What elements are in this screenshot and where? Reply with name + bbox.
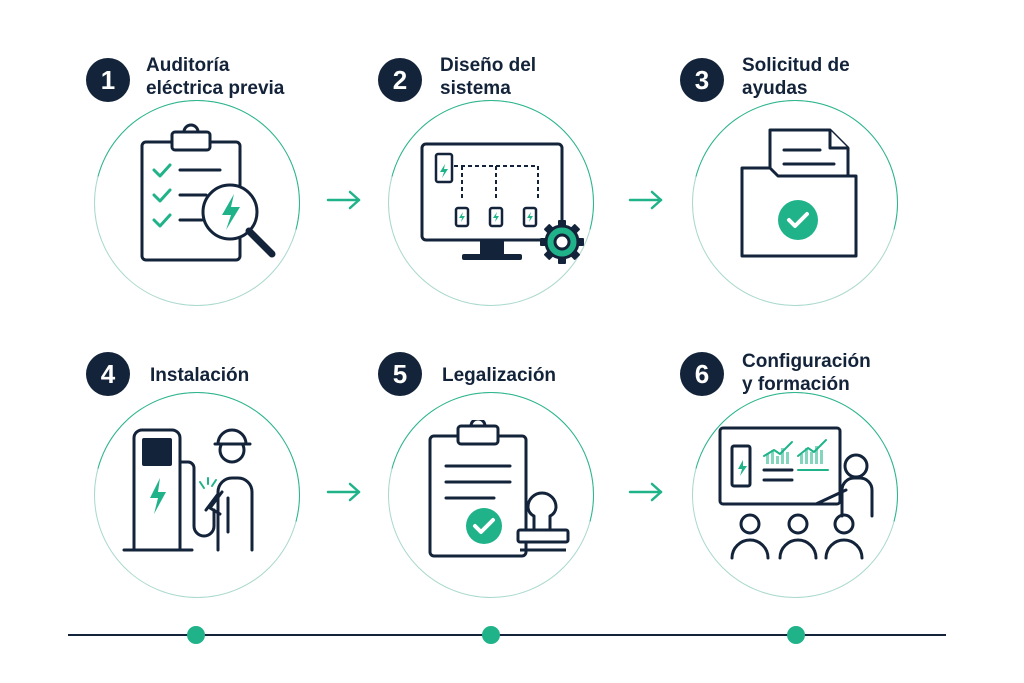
charger-installer-icon [122, 428, 254, 552]
step-title-line: Solicitud de [742, 55, 850, 76]
step-title-line: Configuración [742, 351, 871, 372]
step-circle [692, 392, 898, 598]
step-circle [388, 100, 594, 306]
step-title-line: ayudas [742, 78, 808, 99]
step-title-line: Instalación [150, 365, 250, 386]
training-presentation-icon [718, 426, 874, 560]
timeline [68, 634, 946, 636]
arrow-right-icon [628, 482, 663, 502]
timeline-dot [187, 626, 205, 644]
folder-document-check-icon [740, 128, 858, 258]
step-number-badge: 6 [680, 352, 724, 396]
step-circle [692, 100, 898, 306]
clipboard-audit-icon [140, 123, 276, 262]
step-number-badge: 5 [378, 352, 422, 396]
timeline-dot [787, 626, 805, 644]
timeline-dot [482, 626, 500, 644]
step-number-badge: 2 [378, 58, 422, 102]
step-title-line: Auditoría [146, 55, 230, 76]
step-number-badge: 3 [680, 58, 724, 102]
step-circle [388, 392, 594, 598]
step-title: Auditoría eléctrica previa [146, 54, 284, 100]
step-circle [94, 392, 300, 598]
step-title: Solicitud de ayudas [742, 54, 850, 100]
step-title-line: Legalización [442, 365, 557, 386]
step-number-badge: 1 [86, 58, 130, 102]
step-title: Configuración y formación [742, 350, 871, 396]
step-title: Diseño del sistema [440, 54, 536, 100]
arrow-right-icon [326, 482, 361, 502]
arrow-right-icon [326, 190, 361, 210]
step-number-badge: 4 [86, 352, 130, 396]
step-title: Legalización [442, 364, 556, 387]
step-title: Instalación [150, 364, 249, 387]
clipboard-stamp-icon [428, 420, 570, 558]
step-title-line: y formación [742, 374, 850, 395]
step-title-line: Diseño del [440, 55, 537, 76]
step-title-line: eléctrica previa [146, 78, 285, 99]
step-circle [94, 100, 300, 306]
arrow-right-icon [628, 190, 663, 210]
step-title-line: sistema [440, 78, 511, 99]
system-design-monitor-icon [420, 142, 584, 264]
